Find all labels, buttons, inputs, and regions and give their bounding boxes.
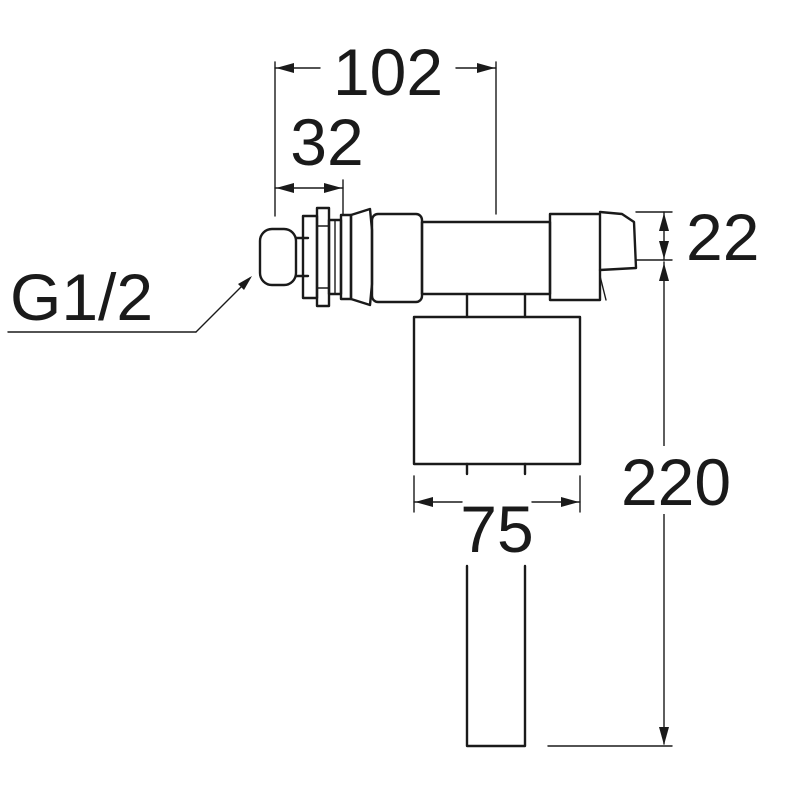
flange-3: [339, 213, 353, 301]
dimension-32-label: 32: [290, 105, 363, 179]
dimension-220-label: 220: [621, 445, 731, 519]
dimension-22: 22: [635, 200, 759, 274]
dimension-102: 102: [274, 35, 497, 217]
fill-tube: [465, 564, 527, 748]
outlet-cap: [598, 210, 638, 272]
dimension-32: 32: [274, 105, 364, 215]
dimension-22-label: 22: [686, 200, 759, 274]
central-pipe: [420, 220, 552, 296]
valve-body: [258, 206, 638, 748]
inlet-body: [370, 212, 424, 304]
dimension-75-label: 75: [460, 492, 533, 566]
float-chamber: [412, 315, 582, 466]
dimension-75: 75: [413, 475, 581, 566]
inlet-nipple: [258, 227, 298, 287]
outlet-body: [548, 212, 602, 302]
inlet-housing: [349, 207, 374, 307]
flange-1: [301, 214, 319, 300]
flange-2: [315, 206, 331, 308]
dimension-220: 220: [547, 261, 740, 747]
thread-size-label: G1/2: [10, 260, 153, 334]
dimension-102-label: 102: [333, 35, 443, 109]
thread-callout: G1/2: [7, 260, 252, 334]
